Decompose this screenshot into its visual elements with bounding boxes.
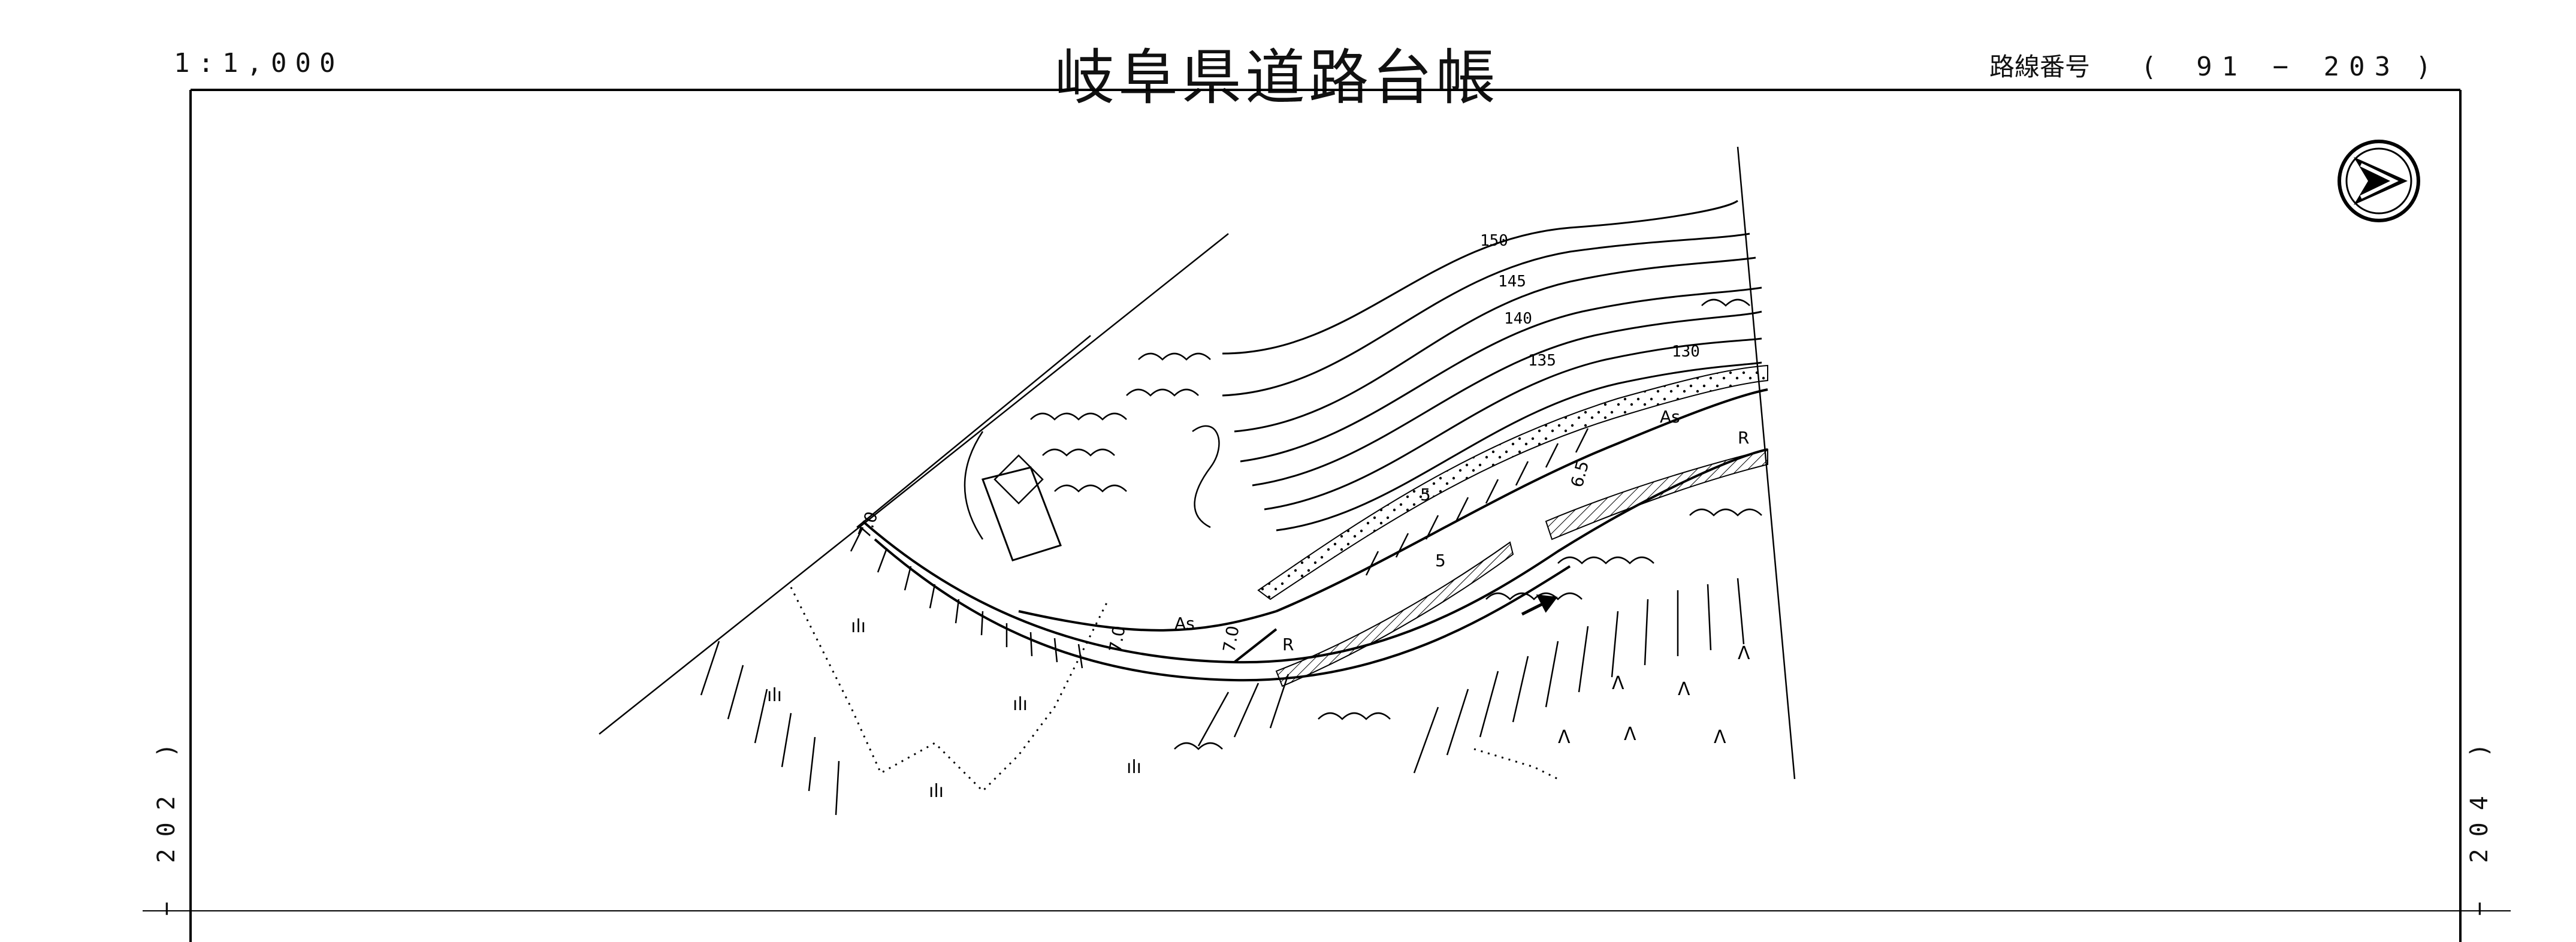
svg-text:ılı: ılı — [851, 616, 866, 637]
map-frame — [143, 89, 2511, 942]
svg-text:ılı: ılı — [1127, 757, 1141, 778]
svg-text:Λ: Λ — [1558, 727, 1571, 748]
svg-text:ılı: ılı — [929, 781, 944, 802]
hatched-strip — [1275, 541, 1514, 687]
svg-text:Λ: Λ — [1678, 679, 1690, 700]
direction-arrow-icon — [1521, 594, 1558, 616]
surface-label: As — [1660, 407, 1680, 427]
route-number-label: 路線番号 — [1989, 52, 2091, 81]
width-label: 7.0 — [1105, 624, 1129, 654]
field-boundary — [790, 587, 1559, 793]
route-number-block: 路線番号 ( 91 − 203 ) — [1989, 47, 2428, 83]
contour-label: 130 — [1672, 343, 1700, 361]
contour-labels: 150 145 140 135 130 — [1480, 232, 1700, 370]
route-open-paren: ( — [2144, 52, 2155, 82]
surface-label: As — [1174, 614, 1195, 633]
hatched-strip — [1545, 448, 1768, 541]
contour-label: 145 — [1498, 273, 1526, 291]
dotted-shoulder — [1257, 364, 1768, 600]
north-arrow-icon — [2338, 140, 2420, 222]
svg-text:Λ: Λ — [1624, 724, 1636, 745]
rail-mark: R — [1282, 635, 1294, 654]
width-label: 7.0 — [1219, 624, 1243, 654]
route-close-paren: ) — [2418, 52, 2429, 82]
svg-text:Λ: Λ — [1612, 673, 1624, 694]
slope-marks — [700, 428, 1745, 816]
route-number-value: 91 − 203 — [2196, 52, 2400, 82]
page-title: 岐阜県道路台帳 — [1055, 43, 1499, 113]
rail-mark: R — [1738, 428, 1749, 448]
road-edges — [862, 388, 1768, 682]
contour-lines — [1222, 200, 1762, 532]
lane-mark: 5 — [1420, 485, 1431, 505]
map-scale: 1:1,000 — [174, 48, 344, 78]
lane-mark: 5 — [1435, 551, 1446, 570]
svg-text:Λ: Λ — [1714, 727, 1726, 748]
building — [982, 466, 1062, 561]
svg-text:ılı: ılı — [767, 685, 782, 706]
contour-label: 140 — [1504, 310, 1532, 328]
svg-text:Λ: Λ — [1738, 643, 1750, 664]
width-label: 7.0 — [854, 509, 882, 541]
contour-label: 150 — [1480, 232, 1508, 250]
svg-text:ılı: ılı — [1013, 694, 1028, 715]
vegetation — [964, 298, 1762, 750]
contour-label: 135 — [1528, 352, 1556, 370]
grass-symbols: ılı ılı ılı ılı ılı Λ Λ Λ Λ Λ Λ — [767, 616, 1750, 802]
